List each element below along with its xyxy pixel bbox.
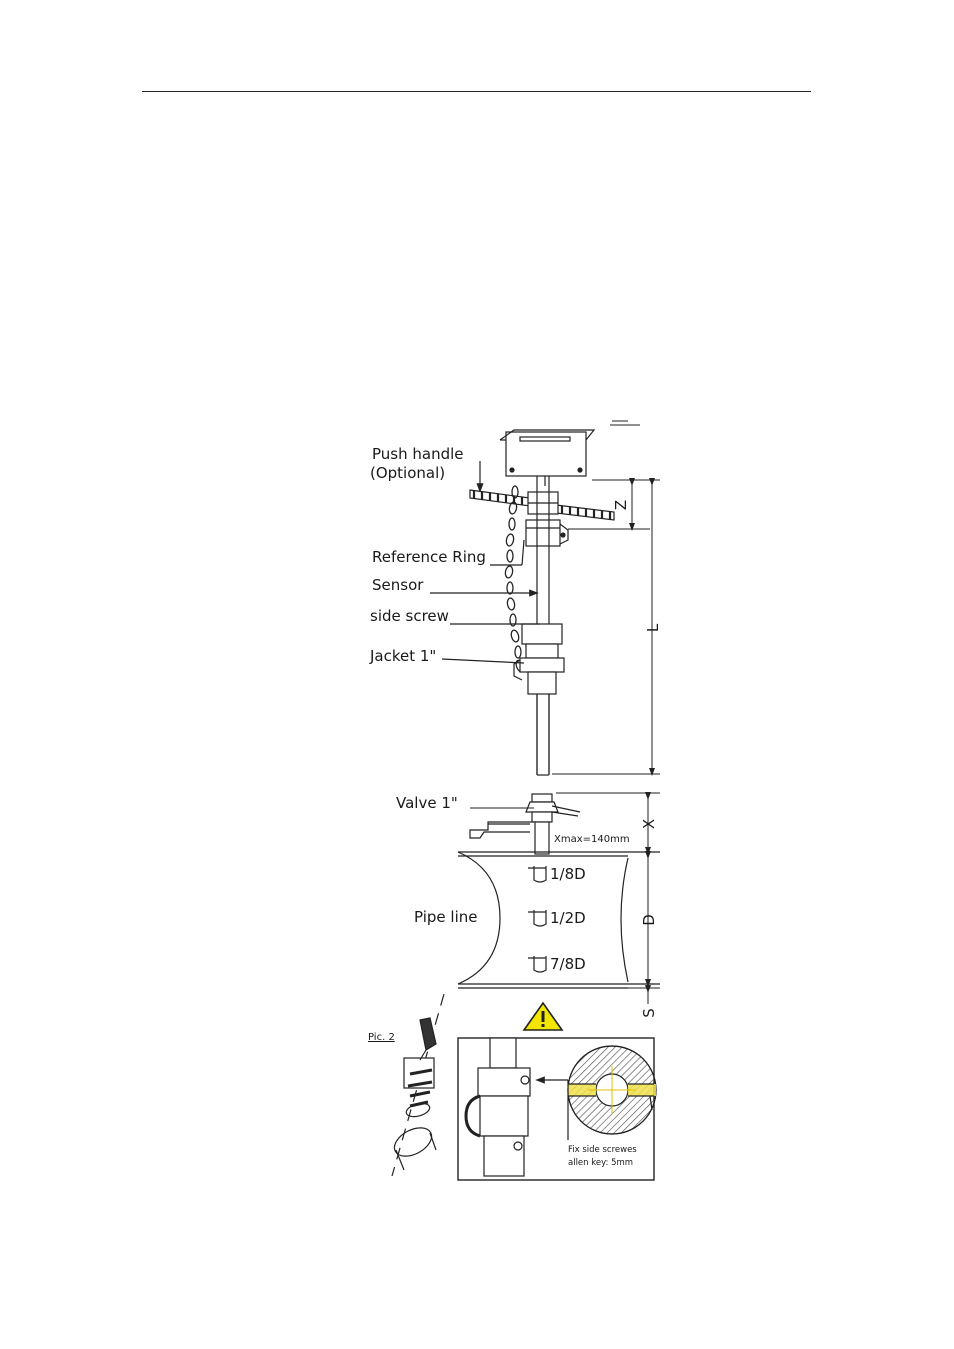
label-pos-1-8: 1/8D: [550, 865, 586, 883]
safety-chain: [504, 485, 525, 673]
dimension-z: Z: [612, 500, 630, 510]
dimension-x: X: [640, 819, 658, 829]
dimension-s: S: [640, 1008, 658, 1018]
push-handle: [469, 489, 615, 521]
dimension-d: D: [640, 914, 658, 926]
label-sensor: Sensor: [372, 576, 424, 594]
warning-triangle-icon: [522, 1001, 564, 1031]
label-fix-note-2: allen key: 5mm: [568, 1158, 633, 1168]
label-valve: Valve 1": [396, 794, 458, 812]
label-pic2: Pic. 2: [368, 1032, 395, 1043]
label-pipe-line: Pipe line: [414, 908, 477, 926]
label-fix-note-1: Fix side screwes: [568, 1145, 637, 1155]
label-pos-1-2: 1/2D: [550, 909, 586, 927]
label-jacket: Jacket 1": [369, 647, 436, 665]
label-xmax: Xmax=140mm: [554, 834, 630, 845]
label-push-handle: Push handle: [372, 445, 464, 463]
label-reference-ring: Reference Ring: [372, 548, 486, 566]
label-side-screw: side screw: [370, 607, 449, 625]
pic2-sketch: [391, 993, 445, 1177]
valve: [469, 793, 581, 855]
jacket-fitting: [513, 623, 565, 775]
label-pos-7-8: 7/8D: [550, 955, 586, 973]
reference-ring: [525, 519, 569, 547]
dimension-l: L: [644, 623, 662, 632]
header-rule: [142, 91, 811, 92]
label-optional: (Optional): [370, 464, 445, 482]
detail-box: [457, 1037, 657, 1181]
sensor-positions: [528, 866, 547, 973]
transmitter-housing: [499, 429, 596, 486]
